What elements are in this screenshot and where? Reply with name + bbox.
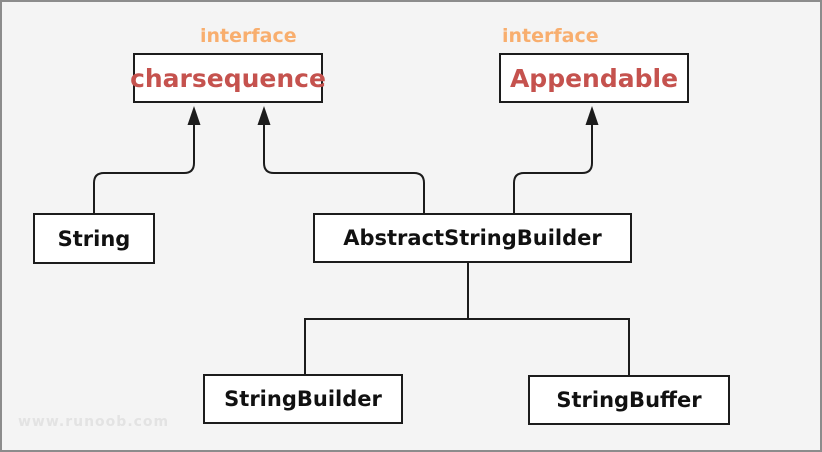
node-string-buffer-label: StringBuffer xyxy=(556,388,702,412)
arrowhead-absb-to-appendable xyxy=(585,106,599,125)
node-string-buffer: StringBuffer xyxy=(528,375,730,425)
arrowhead-absb-to-charsequence xyxy=(257,106,271,125)
node-appendable-label: Appendable xyxy=(509,63,679,93)
node-string: String xyxy=(33,213,155,264)
edge-absb-implements-charsequence xyxy=(263,123,425,213)
node-charsequence: charsequence xyxy=(130,53,326,103)
edge-absb-children-tree xyxy=(304,263,630,375)
node-abstract-string-builder-label: AbstractStringBuilder xyxy=(343,226,602,250)
node-string-builder: StringBuilder xyxy=(203,374,403,424)
edge-string-implements-charsequence xyxy=(93,123,195,213)
stereotype-interface-appendable: interface xyxy=(502,25,599,47)
edge-absb-implements-appendable xyxy=(513,123,593,213)
node-string-builder-label: StringBuilder xyxy=(224,387,382,411)
node-string-label: String xyxy=(57,226,131,251)
arrowhead-string-to-charsequence xyxy=(187,106,201,125)
node-appendable: Appendable xyxy=(499,53,689,103)
node-charsequence-label: charsequence xyxy=(130,63,326,93)
watermark: www.runoob.com xyxy=(18,414,170,430)
stereotype-interface-charsequence: interface xyxy=(200,25,297,47)
node-abstract-string-builder: AbstractStringBuilder xyxy=(313,213,632,263)
